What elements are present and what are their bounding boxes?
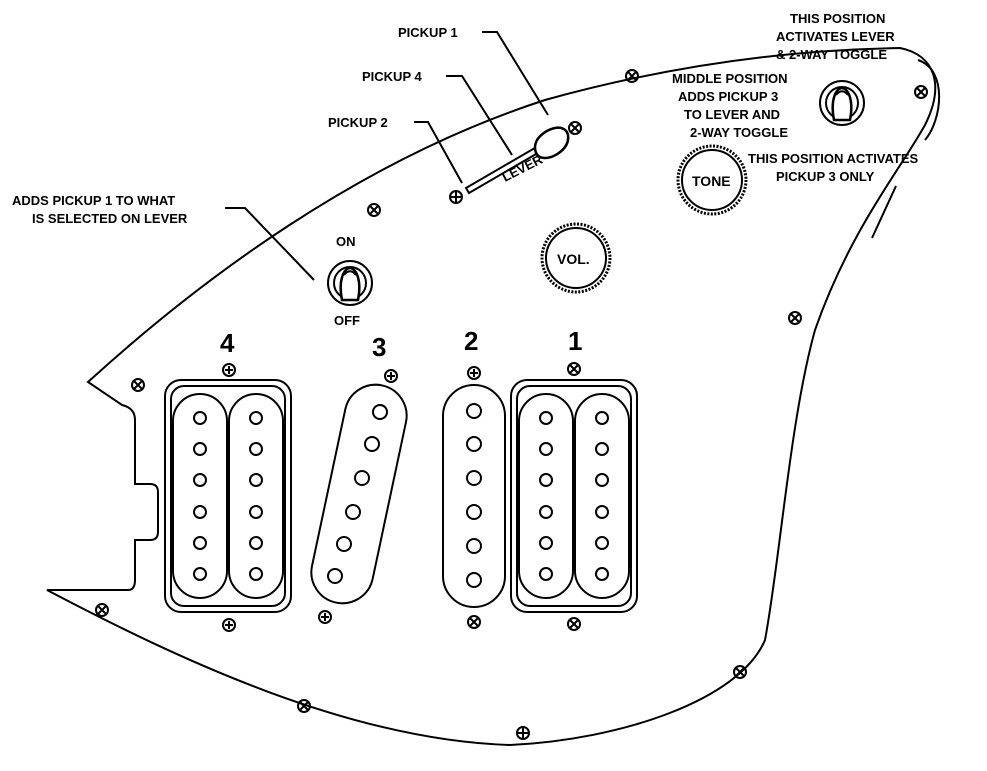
- pickup3-only-line2: PICKUP 3 ONLY: [776, 169, 875, 184]
- screw-icon: [914, 85, 928, 99]
- pickup4-label: PICKUP 4: [362, 69, 422, 84]
- adds-pickup1-line1: ADDS PICKUP 1 TO WHAT: [12, 193, 175, 208]
- pickup-3-single-coil: [310, 369, 408, 624]
- pickguard-outline: [46, 46, 937, 747]
- middle-position-line3: TO LEVER AND: [684, 107, 780, 122]
- tone-knob: TONE: [676, 144, 748, 216]
- adds-pickup1-line2: IS SELECTED ON LEVER: [32, 211, 188, 226]
- pickup1-label: PICKUP 1: [398, 25, 458, 40]
- pickup2-label: PICKUP 2: [328, 115, 388, 130]
- pickup-4-humbucker: [164, 363, 292, 632]
- this-position-line3: & 2-WAY TOGGLE: [776, 47, 887, 62]
- screw-icon: [95, 603, 109, 617]
- this-position-line1: THIS POSITION: [790, 11, 885, 26]
- middle-position-line1: MIDDLE POSITION: [672, 71, 788, 86]
- pickup1-leader: [482, 31, 549, 116]
- vol-label: VOL.: [557, 251, 590, 267]
- pickup3-only-line1: THIS POSITION ACTIVATES: [748, 151, 919, 166]
- pickup-number-4: 4: [220, 328, 235, 358]
- pickup2-leader: [414, 121, 463, 184]
- this-position-leader: [917, 59, 941, 141]
- screw-icon: [625, 69, 639, 83]
- pickup4-leader: [446, 75, 513, 156]
- screw-icon: [297, 699, 311, 713]
- lever-label: LEVER: [500, 151, 546, 184]
- adds-pickup1-leader: [225, 207, 315, 281]
- screw-icon: [516, 726, 530, 740]
- screw-icon: [131, 378, 145, 392]
- pickup-1-humbucker: [510, 362, 638, 631]
- on-label: ON: [336, 234, 356, 249]
- screw-icon: [733, 665, 747, 679]
- this-position-line2: ACTIVATES LEVER: [776, 29, 895, 44]
- volume-knob: VOL.: [540, 222, 612, 294]
- screw-icon: [788, 311, 802, 325]
- lever-switch: LEVER: [449, 121, 582, 204]
- pickup3-only-leader: [871, 185, 897, 239]
- screw-icon: [367, 203, 381, 217]
- middle-position-line2: ADDS PICKUP 3: [678, 89, 778, 104]
- pickup-number-3: 3: [372, 332, 386, 362]
- middle-position-line4: 2-WAY TOGGLE: [690, 125, 788, 140]
- off-label: OFF: [334, 313, 360, 328]
- tone-label: TONE: [692, 173, 731, 189]
- pickup-2-single-coil: [442, 366, 506, 629]
- pickup-number-1: 1: [568, 326, 582, 356]
- pickup-number-2: 2: [464, 326, 478, 356]
- on-off-toggle-switch: [327, 260, 373, 306]
- three-way-toggle-switch: [819, 80, 865, 126]
